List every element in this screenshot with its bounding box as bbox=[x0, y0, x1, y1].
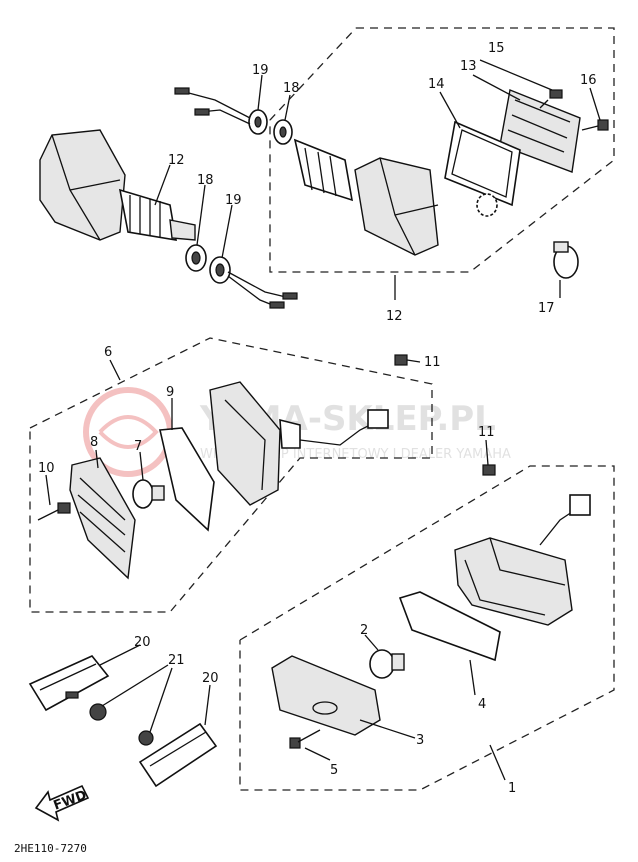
label-12-left: 12 bbox=[168, 153, 185, 168]
grommet-18-left bbox=[185, 244, 207, 272]
housing-front bbox=[454, 537, 573, 626]
screw-5 bbox=[289, 729, 321, 749]
label-17: 17 bbox=[538, 301, 555, 316]
screw-15 bbox=[539, 89, 563, 109]
screw-11-b bbox=[482, 464, 496, 476]
label-18-right: 18 bbox=[283, 81, 300, 96]
flasher-left bbox=[39, 129, 196, 241]
bulb-2 bbox=[369, 649, 405, 679]
lens-3 bbox=[271, 655, 381, 736]
label-4: 4 bbox=[478, 697, 486, 712]
screw-10 bbox=[37, 502, 71, 521]
label-14: 14 bbox=[428, 77, 445, 92]
wire-right bbox=[184, 91, 251, 125]
label-2: 2 bbox=[360, 623, 368, 638]
label-13: 13 bbox=[460, 59, 477, 74]
label-9: 9 bbox=[166, 385, 174, 400]
lens-8 bbox=[69, 457, 136, 580]
group-boundary-6 bbox=[29, 337, 433, 613]
drawing-code: 2HE110-7270 bbox=[14, 842, 87, 855]
grommet-19-left bbox=[209, 256, 231, 284]
label-10: 10 bbox=[38, 461, 55, 476]
label-20-b: 20 bbox=[202, 671, 219, 686]
nut-21-b bbox=[138, 730, 154, 746]
label-21: 21 bbox=[168, 653, 185, 668]
group-boundary-1 bbox=[239, 465, 615, 791]
screw-11-a bbox=[394, 354, 408, 366]
label-8: 8 bbox=[90, 435, 98, 450]
gasket-9 bbox=[159, 427, 215, 532]
part-labels: 12 18 19 19 18 12 15 13 14 16 17 6 11 9 … bbox=[38, 41, 597, 796]
label-15: 15 bbox=[488, 41, 505, 56]
label-16: 16 bbox=[580, 73, 597, 88]
gasket-4 bbox=[398, 591, 501, 662]
group-boundary-12 bbox=[269, 27, 615, 273]
label-12-group: 12 bbox=[386, 309, 403, 324]
label-11-b: 11 bbox=[478, 425, 495, 440]
label-3: 3 bbox=[416, 733, 424, 748]
label-18-left: 18 bbox=[197, 173, 214, 188]
fwd-arrow-icon: FWD bbox=[34, 784, 90, 822]
nut-21-a bbox=[89, 703, 107, 721]
label-5: 5 bbox=[330, 763, 338, 778]
bulb-17 bbox=[553, 241, 579, 279]
label-11-a: 11 bbox=[424, 355, 441, 370]
grommet-18-right bbox=[273, 119, 293, 145]
housing-rear bbox=[209, 381, 301, 506]
grommet-19-right bbox=[248, 109, 268, 135]
label-19-left: 19 bbox=[225, 193, 242, 208]
label-19-right: 19 bbox=[252, 63, 269, 78]
reflector-20-b bbox=[138, 722, 218, 788]
label-7: 7 bbox=[134, 439, 142, 454]
reflector-20-a bbox=[28, 655, 110, 712]
bulb-7 bbox=[132, 479, 165, 509]
gasket-14 bbox=[444, 120, 521, 207]
flasher-right bbox=[293, 138, 439, 256]
label-1: 1 bbox=[508, 781, 516, 796]
screw-16 bbox=[581, 119, 609, 131]
label-20-a: 20 bbox=[134, 635, 151, 650]
label-6: 6 bbox=[104, 345, 112, 360]
leader-lines bbox=[45, 59, 601, 781]
